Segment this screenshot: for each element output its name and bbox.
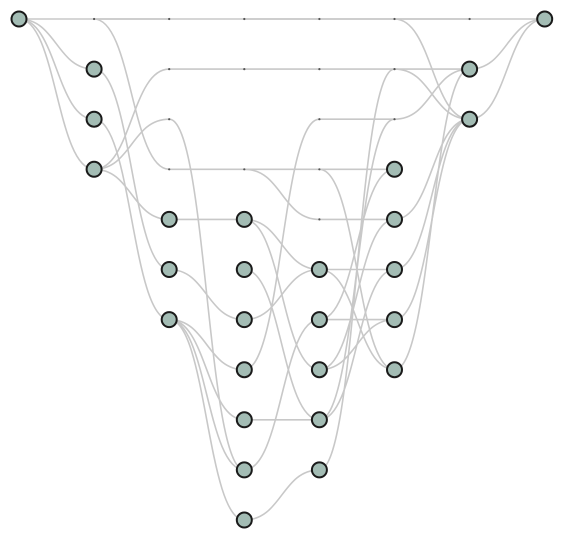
edge-3 xyxy=(18,18,95,120)
edge-waypoint xyxy=(318,168,321,171)
node-n6 xyxy=(160,311,178,329)
edge-22 xyxy=(244,318,320,471)
edge-31 xyxy=(319,218,395,371)
edge-5 xyxy=(93,68,170,271)
edge-waypoint xyxy=(393,68,396,71)
node-n19 xyxy=(386,160,403,178)
node-n13 xyxy=(235,511,253,529)
node-n18 xyxy=(310,461,328,479)
edge-12 xyxy=(169,268,245,321)
edge-23 xyxy=(244,469,320,521)
edge-waypoint xyxy=(318,118,321,121)
waypoint-layer xyxy=(93,17,471,221)
edge-waypoint xyxy=(168,17,171,21)
edge-39 xyxy=(394,118,470,271)
node-n2 xyxy=(85,110,103,128)
node-n0 xyxy=(10,10,28,28)
edge-waypoint xyxy=(318,17,321,21)
edge-waypoint xyxy=(393,118,396,121)
edge-40 xyxy=(394,118,470,221)
node-n4 xyxy=(160,210,178,228)
edge-2 xyxy=(18,18,95,171)
edge-1 xyxy=(18,18,95,70)
edge-33 xyxy=(319,268,395,421)
edge-20 xyxy=(244,268,320,321)
node-n22 xyxy=(386,311,403,329)
edge-15 xyxy=(169,318,245,471)
edge-waypoint xyxy=(93,17,96,21)
edge-26 xyxy=(244,168,395,221)
edge-36 xyxy=(319,168,395,371)
edge-waypoint xyxy=(243,168,246,171)
edge-waypoint xyxy=(393,17,396,21)
node-n21 xyxy=(386,261,403,278)
edge-waypoint xyxy=(318,218,321,221)
edge-13 xyxy=(169,318,245,371)
node-n23 xyxy=(386,361,403,379)
edge-43 xyxy=(469,18,545,120)
node-n12 xyxy=(235,461,253,479)
edge-38 xyxy=(394,68,470,371)
node-n24 xyxy=(461,60,479,78)
edge-7 xyxy=(94,168,170,221)
edge-19 xyxy=(244,268,320,421)
node-n15 xyxy=(310,311,328,329)
node-n9 xyxy=(235,311,253,329)
edge-42 xyxy=(469,18,545,70)
edge-25 xyxy=(244,68,470,371)
node-n11 xyxy=(235,411,253,429)
node-layer xyxy=(10,10,554,529)
edge-waypoint xyxy=(318,68,321,71)
edge-waypoint xyxy=(168,168,171,171)
node-n17 xyxy=(310,411,328,429)
edge-16 xyxy=(169,318,245,421)
edge-8 xyxy=(94,68,470,171)
node-n20 xyxy=(386,210,403,228)
edge-waypoint xyxy=(243,68,246,71)
edge-29 xyxy=(319,168,395,321)
edge-4 xyxy=(94,18,395,171)
node-n8 xyxy=(235,261,253,278)
node-n10 xyxy=(235,361,253,379)
node-n3 xyxy=(85,160,103,178)
edge-6 xyxy=(93,118,170,321)
node-n1 xyxy=(85,60,103,78)
node-n5 xyxy=(160,261,178,278)
edge-35 xyxy=(319,68,470,471)
node-n7 xyxy=(235,210,253,228)
edge-41 xyxy=(394,18,470,120)
node-n14 xyxy=(310,261,328,278)
edge-9 xyxy=(94,118,245,471)
edge-waypoint xyxy=(168,118,171,121)
edge-waypoint xyxy=(468,17,471,21)
edge-14 xyxy=(169,318,245,521)
node-n16 xyxy=(310,361,328,379)
edge-layer xyxy=(18,18,545,521)
node-n25 xyxy=(461,110,479,128)
edge-waypoint xyxy=(243,17,246,21)
edge-waypoint xyxy=(168,68,171,71)
node-n26 xyxy=(536,10,554,28)
